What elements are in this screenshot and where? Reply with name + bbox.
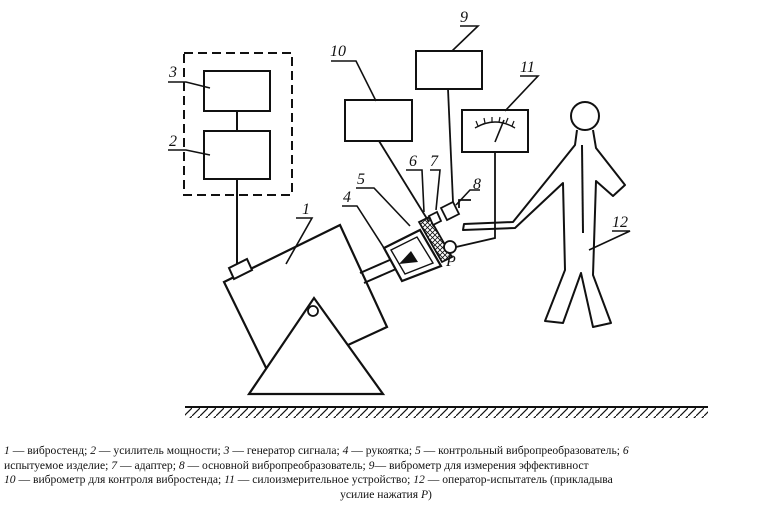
reference-vibration-transducer: [399, 251, 418, 264]
signal-generator-block: [203, 70, 271, 112]
label-8: 8: [473, 176, 481, 193]
label-10: 10: [330, 43, 346, 60]
vibrometer-10-block: [344, 99, 413, 142]
caption-line: усилие нажатия P): [340, 487, 432, 501]
vibration-test-diagram: 3 2 1 4 5 6 7 8 9 10 11 12 P: [168, 9, 708, 418]
generator-amplifier-enclosure: [183, 52, 293, 196]
label-1: 1: [302, 201, 310, 218]
leader-lines: [168, 25, 631, 265]
caption-line: 1 — вибростенд; 2 — усилитель мощности; …: [4, 444, 629, 457]
force-meter-11: [461, 109, 529, 153]
vibrometer-9-block: [415, 50, 483, 90]
label-11: 11: [520, 59, 535, 76]
label-2: 2: [169, 133, 177, 150]
meter-needle-icon: [494, 119, 505, 143]
label-P: P: [445, 253, 456, 270]
label-6: 6: [409, 153, 417, 170]
vibration-exciter: [222, 223, 389, 396]
figure-caption: 1 — вибростенд; 2 — усилитель мощности; …: [4, 444, 768, 502]
handle: [382, 228, 443, 283]
wire-vibrometer-9-right: [458, 199, 471, 208]
operator-figure: [462, 101, 626, 328]
label-12: 12: [612, 214, 628, 231]
ground: [185, 406, 708, 418]
power-amplifier-block: [203, 130, 271, 180]
force-sensor: [443, 240, 457, 254]
label-7: 7: [430, 153, 439, 170]
main-vibration-transducer: [439, 200, 461, 222]
wire-force-meter: [455, 152, 496, 248]
test-item: [417, 215, 454, 264]
label-5: 5: [357, 171, 365, 188]
wire-vibrometer-10: [378, 140, 430, 223]
label-9: 9: [460, 9, 468, 26]
caption-line: 10 — виброметр для контроля вибростенда;…: [4, 473, 613, 486]
caption-line: испытуемое изделие; 7 — адаптер; 8 — осн…: [4, 458, 589, 472]
shaker-shaft: [359, 258, 397, 284]
wire-vibrometer-9: [447, 88, 454, 203]
label-4: 4: [343, 189, 351, 206]
label-3: 3: [168, 64, 177, 81]
adapter: [427, 210, 443, 227]
